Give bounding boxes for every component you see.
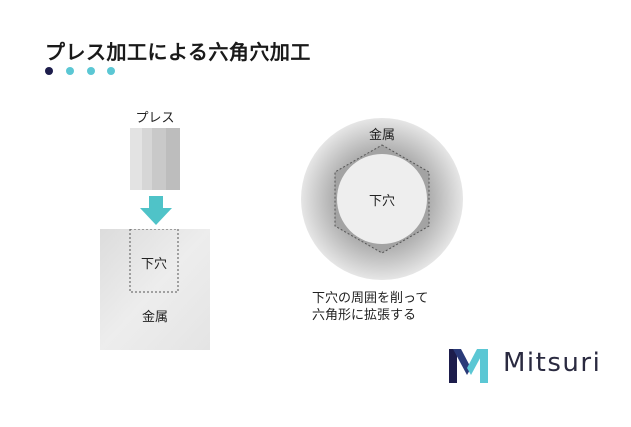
pilot-hole-label-right: 下穴 (368, 194, 395, 209)
press-label: プレス (135, 111, 175, 126)
caption-line-2: 六角形に拡張する (312, 308, 417, 323)
step-dot-3 (87, 67, 95, 75)
pilot-hole-circle (337, 154, 427, 244)
step-dot-2 (66, 67, 74, 75)
mitsuri-m-icon (449, 349, 488, 383)
metal-label: 金属 (141, 310, 168, 325)
press-die (130, 128, 180, 190)
logo-text: Mitsuri (503, 348, 602, 378)
metal-block (100, 229, 210, 350)
caption: 下穴の周囲を削って 六角形に拡張する (312, 290, 428, 324)
caption-line-1: 下穴の周囲を削って (312, 291, 429, 306)
down-arrow-icon (140, 196, 172, 225)
page-title: プレス加工による六角穴加工 (45, 40, 311, 64)
pilot-hole-label: 下穴 (140, 257, 167, 272)
hole-expansion-diagram (301, 118, 463, 280)
metal-label-right: 金属 (368, 128, 395, 143)
step-dot-1 (45, 67, 53, 75)
step-dot-4 (107, 67, 115, 75)
